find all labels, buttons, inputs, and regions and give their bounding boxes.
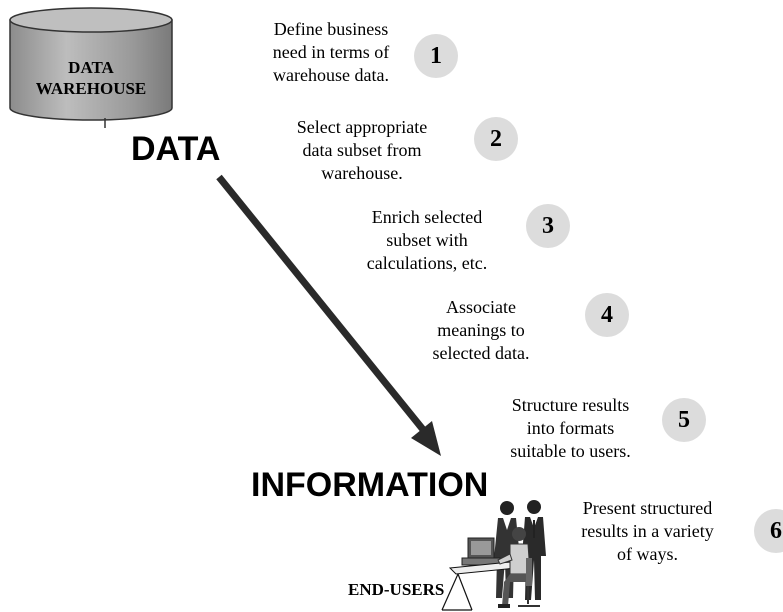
- step-1-badge: 1: [414, 34, 458, 78]
- step-3-badge: 3: [526, 204, 570, 248]
- step-5-badge: 5: [662, 398, 706, 442]
- end-users-illustration: [441, 500, 546, 611]
- step-2-badge: 2: [474, 117, 518, 161]
- information-label: INFORMATION: [251, 466, 489, 504]
- step-6-badge: 6: [754, 509, 783, 553]
- data-label: DATA: [131, 130, 221, 168]
- end-users-label: END-USERS: [348, 580, 445, 599]
- data-warehouse-label: DATA WAREHOUSE: [35, 58, 147, 98]
- step-4-badge: 4: [585, 293, 629, 337]
- data-warehouse-cylinder: [9, 7, 173, 128]
